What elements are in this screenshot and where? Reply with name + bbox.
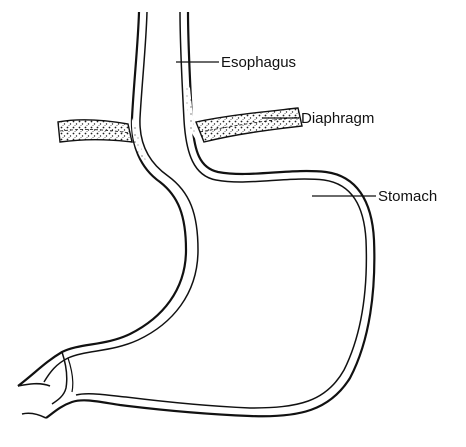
esophagus-label: Esophagus [221, 55, 296, 70]
diaphragm-right [196, 108, 302, 142]
diaphragm-left [58, 120, 132, 142]
diaphragm-label: Diaphragm [301, 111, 374, 126]
stomach-label: Stomach [378, 189, 437, 204]
esophagus-stomach-wall [18, 12, 374, 418]
